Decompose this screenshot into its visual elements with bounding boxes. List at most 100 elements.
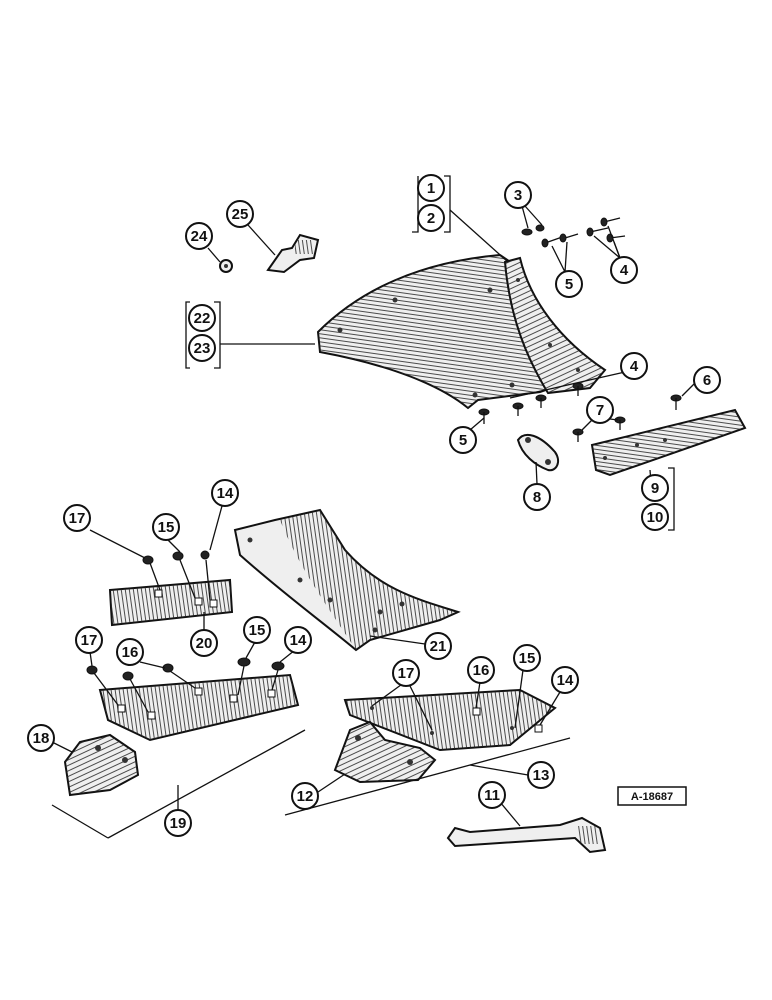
drawing-number-label: A-18687 [617, 786, 687, 806]
callout-12: 12 [291, 782, 319, 810]
callout-circle [586, 396, 614, 424]
callout-label: 10 [647, 509, 664, 526]
callout-label: 16 [473, 662, 490, 679]
callout-19: 19 [164, 809, 192, 837]
callouts: 1 2 3 4 4 5 5 6 7 8 9 10 11 12 13 14 14 … [27, 174, 721, 837]
bolts [86, 217, 682, 713]
callout-label: 15 [249, 622, 266, 639]
nut-part-24 [219, 259, 233, 273]
callout-14-top: 14 [211, 479, 239, 507]
callout-circle [116, 638, 144, 666]
svg-text:A-18687: A-18687 [631, 791, 673, 803]
callout-20: 20 [190, 629, 218, 657]
callout-17-top: 17 [63, 504, 91, 532]
callout-circle [152, 513, 180, 541]
callout-label: 8 [533, 489, 541, 506]
callout-15-left: 15 [243, 616, 271, 644]
callout-1: 1 [417, 174, 445, 202]
callout-16-left: 16 [116, 638, 144, 666]
callout-7: 7 [586, 396, 614, 424]
callout-circle [243, 616, 271, 644]
callout-8: 8 [523, 483, 551, 511]
callout-4-top: 4 [610, 256, 638, 284]
callout-17-left: 17 [75, 626, 103, 654]
callout-circle [449, 426, 477, 454]
callout-circle [551, 666, 579, 694]
callout-10: 10 [641, 503, 669, 531]
callout-24: 24 [185, 222, 213, 250]
callout-label: 17 [81, 632, 98, 649]
callout-25: 25 [226, 200, 254, 228]
callout-label: 14 [217, 485, 234, 502]
callout-circle [610, 256, 638, 284]
shin-part [503, 256, 607, 395]
callout-label: 14 [290, 632, 307, 649]
callout-22: 22 [188, 304, 216, 332]
callout-circle [27, 724, 55, 752]
callout-5-top: 5 [555, 270, 583, 298]
callout-label: 17 [69, 510, 86, 527]
callout-circle [164, 809, 192, 837]
callout-circle [523, 483, 551, 511]
bracket-part-18 [63, 733, 140, 797]
callout-label: 6 [703, 372, 711, 389]
callout-label: 18 [33, 730, 50, 747]
callout-6: 6 [693, 366, 721, 394]
callout-5-mid: 5 [449, 426, 477, 454]
callout-label: 4 [620, 262, 629, 279]
callout-label: 12 [297, 788, 314, 805]
callout-label: 11 [484, 787, 500, 804]
callout-label: 22 [194, 310, 211, 327]
callout-15-top: 15 [152, 513, 180, 541]
callout-18: 18 [27, 724, 55, 752]
callout-16-right: 16 [467, 656, 495, 684]
callout-3: 3 [504, 181, 532, 209]
callout-circle [75, 626, 103, 654]
callout-label: 15 [519, 650, 536, 667]
callout-circle [392, 659, 420, 687]
callout-label: 5 [459, 432, 467, 449]
callout-label: 4 [630, 358, 639, 375]
callout-circle [190, 629, 218, 657]
callout-label: 2 [427, 210, 435, 227]
block-part-8 [516, 433, 559, 472]
landside-plate-part-20 [108, 578, 234, 627]
moldboard-part [316, 253, 563, 410]
callout-label: 1 [427, 180, 435, 197]
callout-circle [641, 503, 669, 531]
callout-circle [527, 761, 555, 789]
callout-circle [417, 174, 445, 202]
callout-label: 23 [194, 340, 211, 357]
moldboard-lower-part [233, 508, 461, 652]
callout-21: 21 [424, 632, 452, 660]
brace-part-25 [266, 233, 320, 274]
callout-circle [417, 204, 445, 232]
callout-17-right: 17 [392, 659, 420, 687]
frog-right-part [343, 688, 557, 752]
callout-11: 11 [478, 781, 506, 809]
callout-circle [63, 504, 91, 532]
callout-label: 9 [651, 480, 659, 497]
callout-circle [424, 632, 452, 660]
frog-left-part [98, 673, 300, 742]
callout-label: 17 [398, 665, 415, 682]
callout-13: 13 [527, 761, 555, 789]
callout-circle [226, 200, 254, 228]
callout-label: 16 [122, 644, 139, 661]
callout-circle [504, 181, 532, 209]
callout-circle [513, 644, 541, 672]
callout-label: 7 [596, 402, 604, 419]
callout-9: 9 [641, 474, 669, 502]
callout-circle [693, 366, 721, 394]
callout-circle [555, 270, 583, 298]
callout-label: 15 [158, 519, 175, 536]
callout-label: 19 [170, 815, 187, 832]
callout-label: 20 [196, 635, 213, 652]
callout-label: 5 [565, 276, 573, 293]
callout-circle [467, 656, 495, 684]
callout-label: 14 [557, 672, 574, 689]
callout-circle [211, 479, 239, 507]
callout-23: 23 [188, 334, 216, 362]
callout-circle [478, 781, 506, 809]
